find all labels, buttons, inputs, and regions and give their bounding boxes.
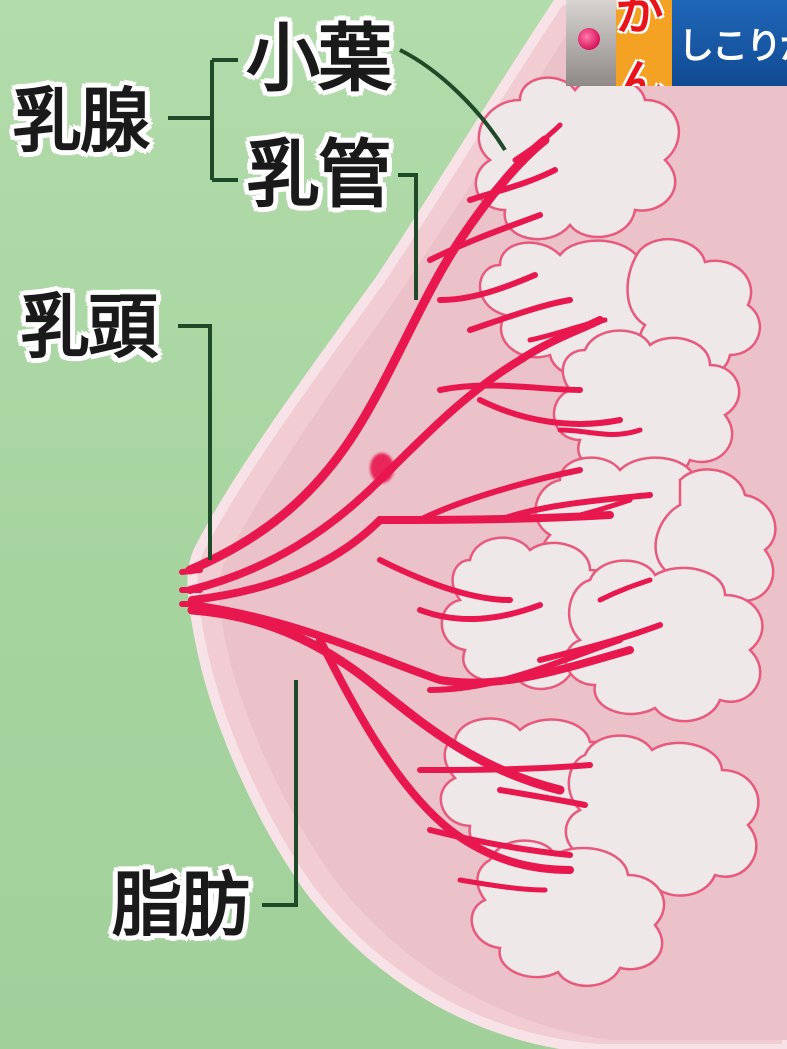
label-nipple: 乳頭 (20, 292, 156, 362)
label-duct: 乳管 (246, 138, 390, 212)
leader-mammary-bracket (168, 60, 238, 180)
label-fat: 脂肪 (112, 870, 248, 940)
leader-nipple (178, 326, 210, 560)
broadcast-banner: がん しこりが (566, 0, 787, 86)
nipple-duct-end (182, 570, 200, 572)
label-lobule: 小葉 (246, 22, 390, 96)
banner-category: がん (616, 0, 672, 86)
label-mammary-gland: 乳腺 (12, 86, 148, 156)
lump-spot (370, 453, 394, 483)
channel-logo-strip (566, 0, 616, 86)
channel-logo-icon (578, 28, 600, 50)
banner-headline: しこりが (672, 0, 787, 86)
